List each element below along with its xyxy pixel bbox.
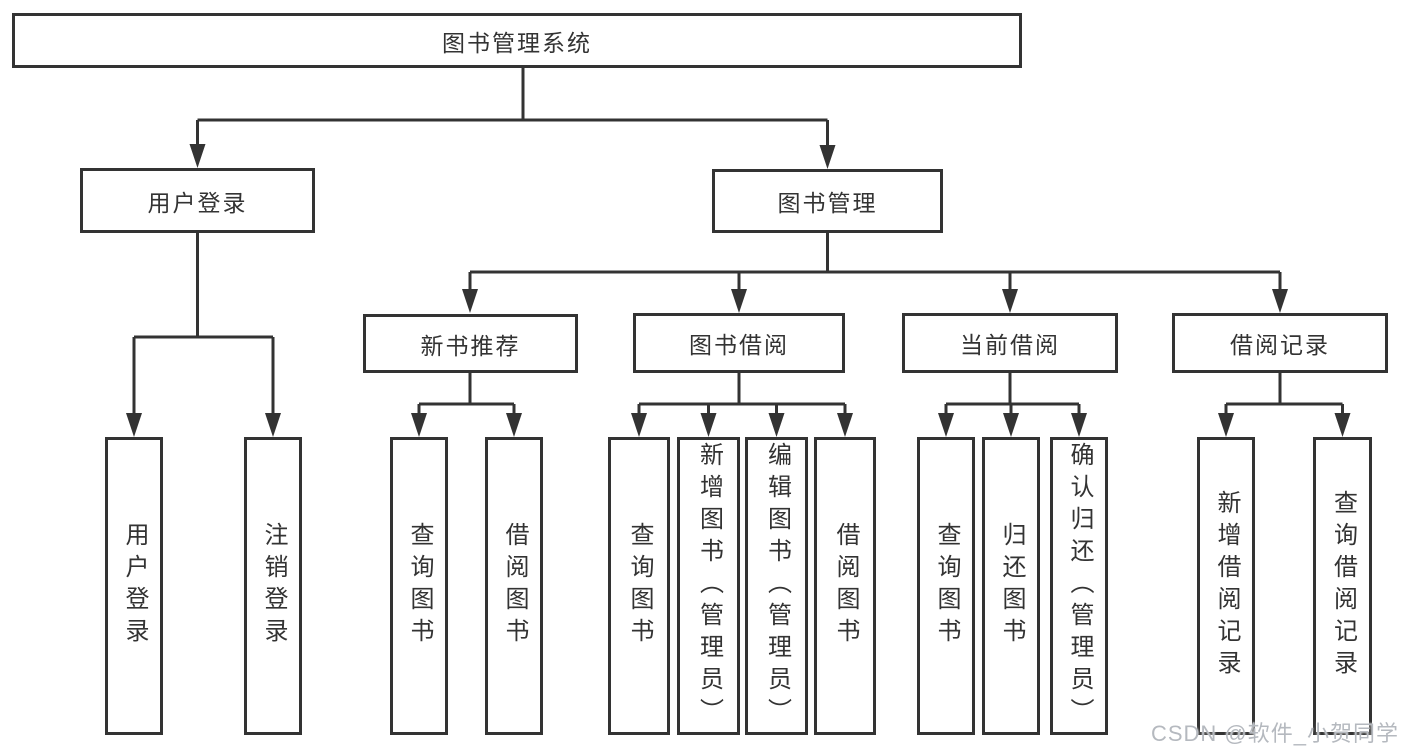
leaf-query-books-recommend: 查询图书 [390, 437, 448, 735]
node-library-management-system: 图书管理系统 [12, 13, 1022, 68]
node-new-book-recommendation: 新书推荐 [363, 314, 578, 373]
leaf-user-login: 用户登录 [105, 437, 163, 735]
node-current-borrowing: 当前借阅 [902, 313, 1118, 373]
leaf-logout: 注销登录 [244, 437, 302, 735]
node-book-management: 图书管理 [712, 169, 943, 233]
leaf-add-borrow-record: 新增借阅记录 [1197, 437, 1255, 735]
arrowheads [126, 144, 1351, 437]
leaf-borrow-books-borrowing: 借阅图书 [814, 437, 876, 735]
leaf-query-books-borrowing: 查询图书 [608, 437, 670, 735]
node-borrowing-records: 借阅记录 [1172, 313, 1388, 373]
leaf-query-books-current: 查询图书 [917, 437, 975, 735]
node-user-login: 用户登录 [80, 168, 315, 233]
leaf-add-book-admin: 新增图书（管理员） [677, 437, 740, 735]
leaf-borrow-books-recommend: 借阅图书 [485, 437, 543, 735]
leaf-edit-book-admin: 编辑图书（管理员） [745, 437, 808, 735]
leaf-return-books: 归还图书 [982, 437, 1040, 735]
leaf-query-borrow-record: 查询借阅记录 [1313, 437, 1372, 735]
leaf-confirm-return-admin: 确认归还（管理员） [1050, 437, 1108, 735]
node-book-borrowing: 图书借阅 [633, 313, 845, 373]
watermark-csdn: CSDN @软件_小贺同学 [1150, 721, 1399, 746]
